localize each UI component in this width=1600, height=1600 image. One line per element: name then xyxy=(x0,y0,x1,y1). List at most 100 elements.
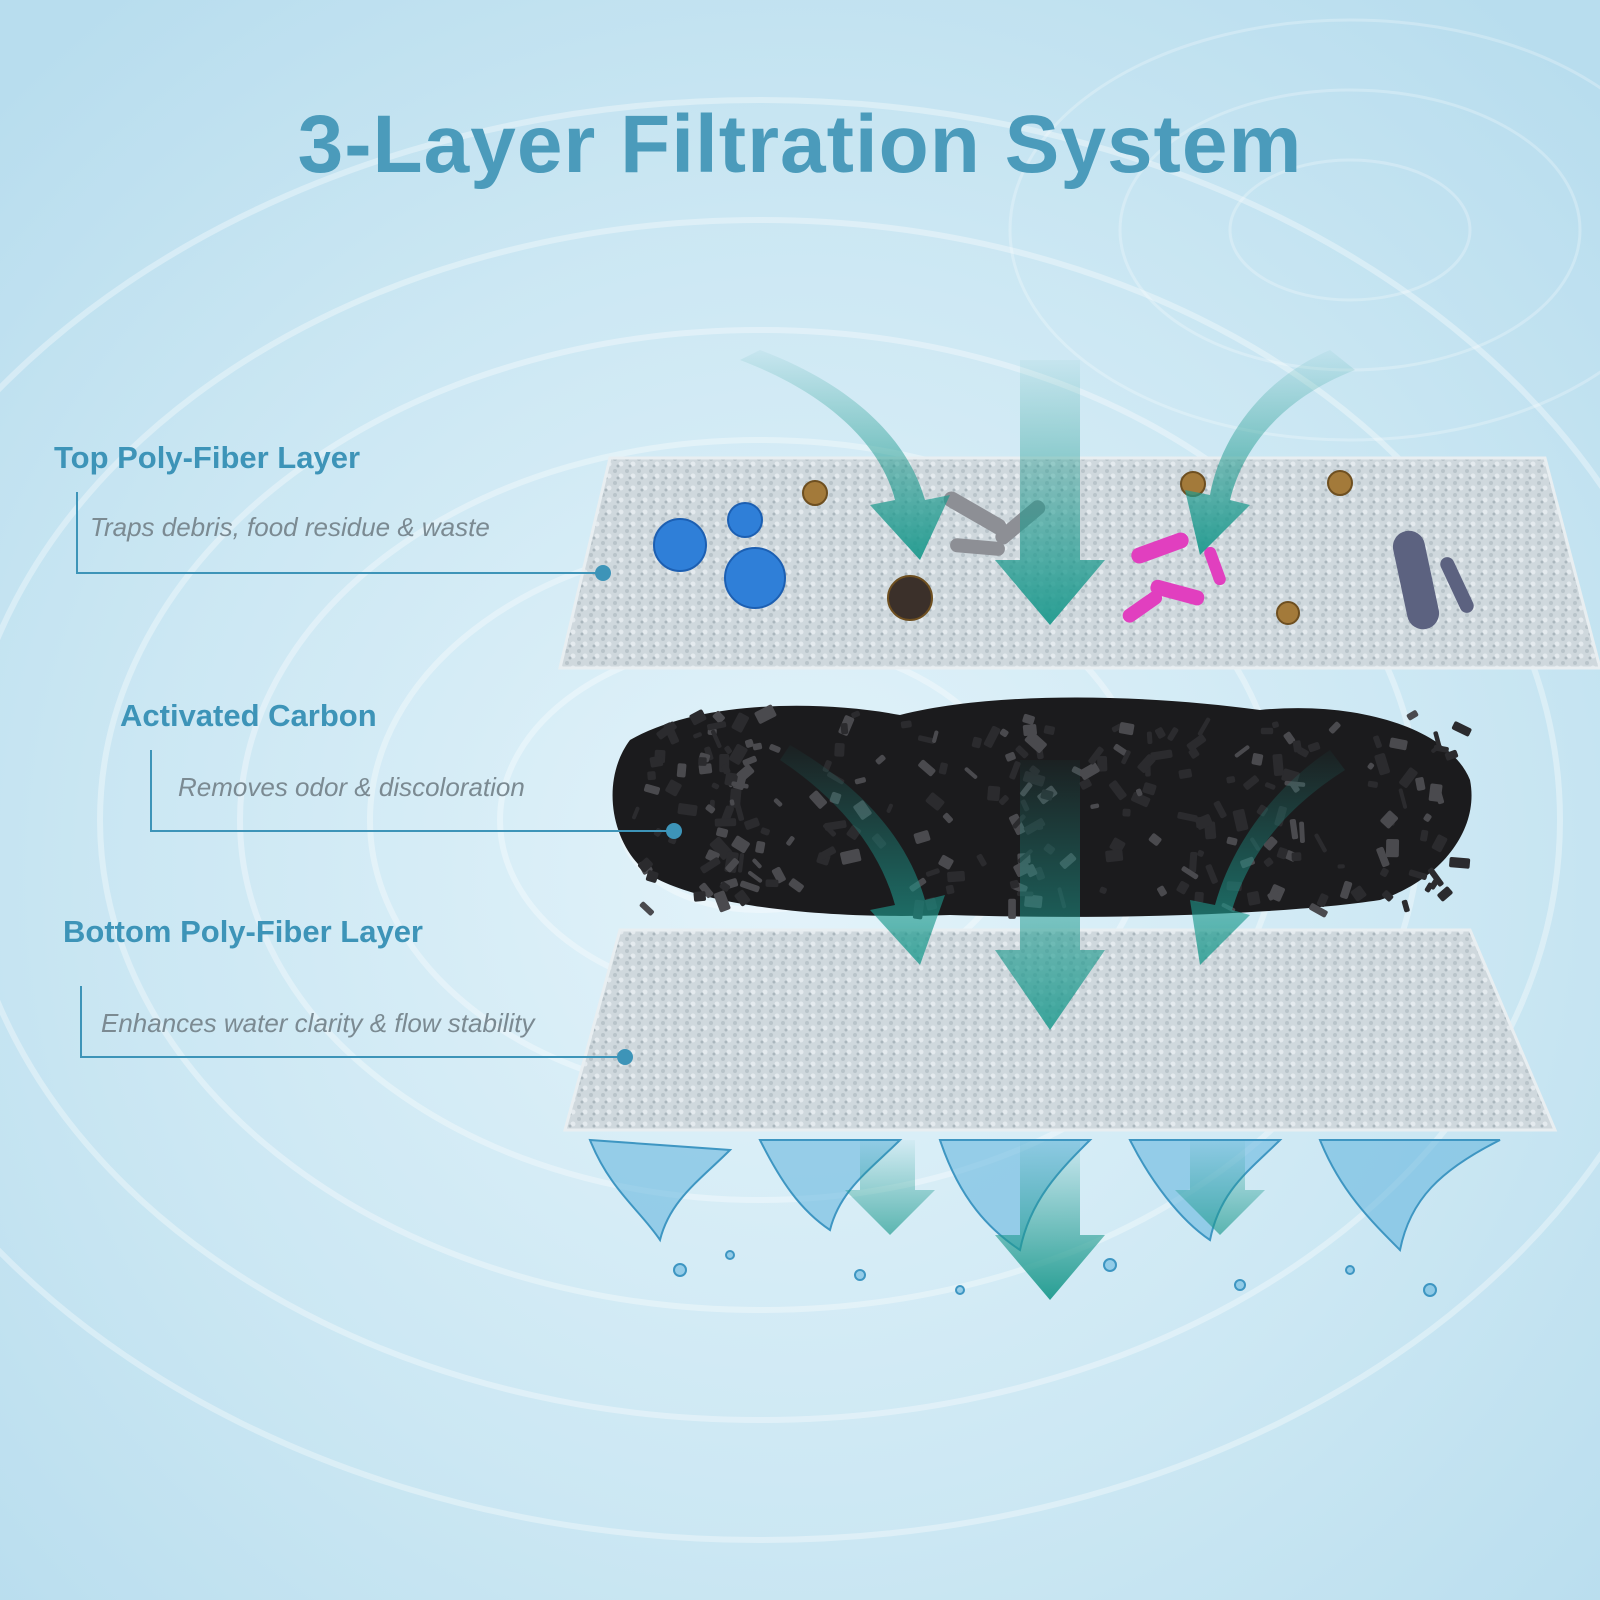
carbon-chip xyxy=(1243,775,1259,790)
callout-activated-carbon: Activated Carbon Removes odor & discolor… xyxy=(120,698,700,839)
carbon-chip xyxy=(1289,818,1299,840)
virus-icon xyxy=(653,502,786,609)
carbon-chip xyxy=(737,853,745,873)
carbon-chip xyxy=(987,785,1001,802)
carbon-chip xyxy=(693,891,706,902)
carbon-chip xyxy=(809,790,827,809)
carbon-chip xyxy=(1451,721,1472,737)
carbon-chip xyxy=(711,782,720,790)
carbon-chip xyxy=(773,798,783,807)
carbon-chip xyxy=(729,799,735,806)
carbon-chip xyxy=(1415,777,1426,791)
carbon-chip xyxy=(918,759,936,777)
carbon-chip xyxy=(1431,834,1448,853)
carbon-chip xyxy=(1157,885,1167,897)
carbon-chip xyxy=(1176,880,1190,895)
carbon-chip xyxy=(1022,713,1035,725)
carbon-chip xyxy=(788,878,804,893)
carbon-chip xyxy=(1194,891,1204,903)
carbon-chip xyxy=(698,763,713,775)
carbon-chip xyxy=(765,879,779,888)
callout-dot xyxy=(617,1049,633,1065)
carbon-chip xyxy=(645,870,659,883)
carbon-chip xyxy=(744,739,754,748)
carbon-chip xyxy=(1449,856,1471,869)
carbon-chip xyxy=(938,762,948,775)
carbon-chip xyxy=(760,827,770,836)
carbon-chip xyxy=(752,742,763,751)
carbon-chip xyxy=(1433,731,1442,751)
carbon-chip xyxy=(1005,752,1016,762)
carbon-chip xyxy=(693,732,702,739)
carbon-chip xyxy=(1009,761,1021,780)
carbon-chip xyxy=(1043,725,1055,735)
carbon-chip xyxy=(854,777,866,785)
carbon-chip xyxy=(1234,745,1250,758)
carbon-chip xyxy=(731,835,750,854)
carbon-chip xyxy=(1113,743,1128,756)
carbon-chip xyxy=(1213,800,1227,819)
callout-leader-line xyxy=(150,750,676,832)
carbon-chip xyxy=(689,709,707,726)
flow-arrow-icon xyxy=(740,350,1355,1300)
carbon-chip xyxy=(1105,849,1124,863)
layer-heading: Bottom Poly-Fiber Layer xyxy=(63,914,423,949)
carbon-chip xyxy=(875,754,886,765)
layer-description: Traps debris, food residue & waste xyxy=(90,512,490,542)
carbon-chip xyxy=(1276,847,1288,860)
carbon-chip xyxy=(1099,886,1107,894)
callout-bottom-poly-fiber-layer: Bottom Poly-Fiber Layer Enhances water c… xyxy=(63,914,643,1065)
carbon-chip xyxy=(1316,893,1329,907)
carbon-chip xyxy=(649,755,664,768)
carbon-chip xyxy=(698,757,707,766)
carbon-chip xyxy=(942,812,953,824)
carbon-chip xyxy=(1009,879,1020,889)
carbon-chip xyxy=(945,884,955,895)
carbon-chip xyxy=(707,721,727,731)
carbon-chip xyxy=(1189,851,1198,873)
carbon-chip xyxy=(1337,864,1345,869)
carbon-chip xyxy=(1264,782,1276,790)
carbon-chip xyxy=(713,890,731,913)
carbon-chip xyxy=(752,858,762,869)
carbon-chip xyxy=(734,889,751,907)
carbon-chip xyxy=(786,836,795,846)
carbon-chip xyxy=(925,868,940,877)
carbon-chip xyxy=(632,806,640,820)
layer-heading: Activated Carbon xyxy=(120,698,377,733)
carbon-chip xyxy=(886,803,893,813)
carbon-chip xyxy=(840,848,862,865)
carbon-chip xyxy=(1399,767,1418,788)
carbon-chip xyxy=(712,710,725,724)
carbon-chip xyxy=(1197,850,1205,857)
carbon-chip xyxy=(1376,846,1390,868)
carbon-chip xyxy=(1374,752,1391,776)
carbon-chip xyxy=(1271,721,1279,729)
page-title: 3-Layer Filtration System xyxy=(297,99,1303,190)
carbon-chip xyxy=(1148,833,1162,846)
carbon-chip xyxy=(840,723,849,735)
carbon-chip xyxy=(739,880,760,893)
callout-leader-line xyxy=(76,492,604,574)
carbon-chip xyxy=(1090,803,1100,809)
carbon-chip xyxy=(964,767,978,779)
carbon-chip xyxy=(1197,717,1211,736)
carbon-chip xyxy=(1389,737,1408,751)
carbon-chip xyxy=(704,746,714,761)
carbon-chip xyxy=(917,735,935,744)
carbon-chip xyxy=(1382,890,1394,902)
carbon-chip xyxy=(1307,742,1321,753)
carbon-chip xyxy=(1181,866,1199,880)
carbon-chip xyxy=(744,817,760,830)
carbon-chip xyxy=(983,725,1001,748)
carbon-chip xyxy=(1408,869,1428,881)
carbon-chip xyxy=(971,736,982,749)
carbon-chip xyxy=(1398,788,1408,809)
carbon-chip xyxy=(1437,886,1453,902)
carbon-chip xyxy=(834,742,845,757)
carbon-chip xyxy=(1137,754,1156,773)
carbon-chip xyxy=(1367,762,1375,770)
carbon-chip xyxy=(938,855,954,870)
carbon-chip xyxy=(913,830,931,844)
carbon-chip xyxy=(714,818,737,827)
